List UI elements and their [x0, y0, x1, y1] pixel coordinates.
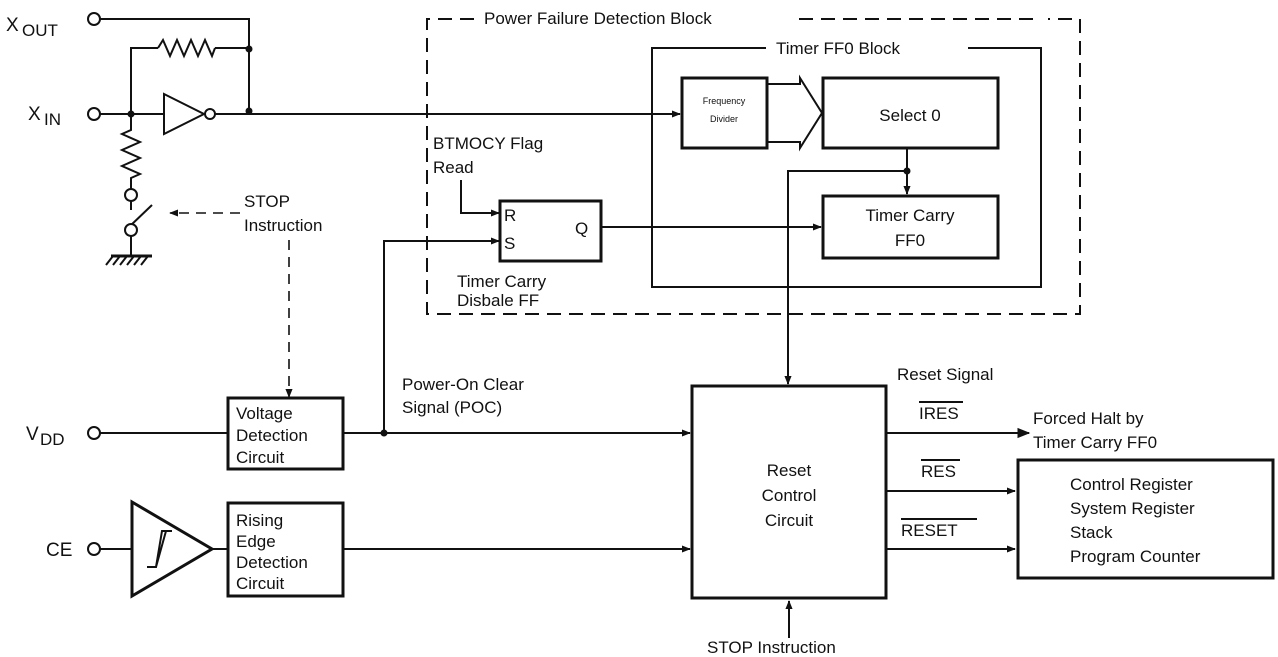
voltage-detection-line3: Circuit [236, 448, 284, 467]
stop-instruction-top-line2: Instruction [244, 216, 322, 235]
rising-edge-line4: Circuit [236, 574, 284, 593]
register-system: System Register [1070, 499, 1195, 518]
btmocy-flag-read-line2: Read [433, 158, 474, 177]
register-control: Control Register [1070, 475, 1193, 494]
flipflop-r-label: R [504, 206, 516, 225]
power-on-clear-line1: Power-On Clear [402, 375, 524, 394]
pull-resistor-icon [119, 114, 143, 189]
stop-instruction-bottom: STOP Instruction [707, 638, 836, 657]
voltage-detection-block: Voltage Detection Circuit [226, 396, 345, 471]
register-stack: Stack [1070, 523, 1113, 542]
frequency-divider-block: Frequency Divider [680, 76, 769, 150]
voltage-detection-line1: Voltage [236, 404, 293, 423]
xout-pin-subscript: OUT [22, 21, 58, 40]
registers-block: Control Register System Register Stack P… [1016, 458, 1275, 580]
ground-icon [105, 254, 152, 266]
timer-carry-ff0-line2: FF0 [895, 231, 925, 250]
frequency-divider-line1: Frequency [703, 96, 746, 106]
timer-ff0-block-title: Timer FF0 Block [776, 39, 901, 58]
reset-control-line3: Circuit [765, 511, 813, 530]
reset-control-line2: Control [762, 486, 817, 505]
forced-halt-line2: Timer Carry FF0 [1033, 433, 1157, 452]
xout-pin-name: X [6, 15, 19, 36]
switch-bottom-contact-icon [124, 223, 138, 237]
inverter-bubble-icon [204, 108, 216, 120]
select0-label: Select 0 [879, 106, 940, 125]
voltage-detection-line2: Detection [236, 426, 308, 445]
flipflop-q-label: Q [575, 219, 588, 238]
reset-signal-name: RESET [901, 521, 958, 540]
vdd-pin-subscript: DD [40, 430, 65, 449]
register-program-counter: Program Counter [1070, 547, 1201, 566]
timer-carry-disable-flipflop: R S Q [498, 199, 603, 263]
timer-carry-ff0-block: Timer Carry FF0 [821, 194, 1000, 260]
btmocy-flag-read-line1: BTMOCY Flag [433, 134, 543, 153]
timer-carry-disable-line2: Disbale FF [457, 291, 539, 310]
power-failure-detection-block: Power Failure Detection Block [426, 9, 1081, 315]
ires-signal-label: IRES [919, 404, 959, 423]
rising-edge-line3: Detection [236, 553, 308, 572]
oscillator-circuit [100, 18, 681, 266]
xin-pin-name: X [28, 104, 41, 125]
flipflop-s-label: S [504, 234, 515, 253]
reset-control-block: Reset Control Circuit [690, 384, 888, 600]
rising-edge-detection-block: Rising Edge Detection Circuit [226, 501, 345, 598]
rising-edge-line2: Edge [236, 532, 276, 551]
timer-carry-disable-line1: Timer Carry [457, 272, 547, 291]
reset-control-line1: Reset [767, 461, 812, 480]
bus-arrow-icon [767, 74, 824, 152]
timer-ff0-block: Timer FF0 Block [651, 39, 1042, 288]
vdd-pin-terminal [87, 426, 101, 440]
xout-pin-label: X OUT [6, 15, 58, 40]
ce-pin-terminal [87, 542, 101, 556]
schmitt-trigger-icon [130, 499, 215, 599]
stop-instruction-top-line1: STOP [244, 192, 290, 211]
switch-top-contact-icon [124, 188, 138, 202]
power-on-clear-line2: Signal (POC) [402, 398, 502, 417]
xin-pin-terminal [87, 107, 101, 121]
reset-signal-label: Reset Signal [897, 365, 993, 384]
power-failure-block-title: Power Failure Detection Block [484, 9, 712, 28]
frequency-divider-line2: Divider [710, 114, 738, 124]
rising-edge-line1: Rising [236, 511, 283, 530]
timer-carry-ff0-line1: Timer Carry [865, 206, 955, 225]
select0-block: Select 0 [821, 76, 1000, 150]
xout-pin-terminal [87, 12, 101, 26]
xin-pin-subscript: IN [44, 110, 61, 129]
xin-pin-label: X IN [28, 104, 61, 129]
forced-halt-line1: Forced Halt by [1033, 409, 1144, 428]
inverter-icon [163, 92, 207, 136]
vdd-pin-name: V [26, 424, 39, 445]
ce-pin-name: CE [46, 540, 72, 561]
vdd-pin-label: V DD [26, 424, 65, 449]
res-signal-label: RES [921, 462, 956, 481]
feedback-resistor-icon [157, 37, 216, 59]
